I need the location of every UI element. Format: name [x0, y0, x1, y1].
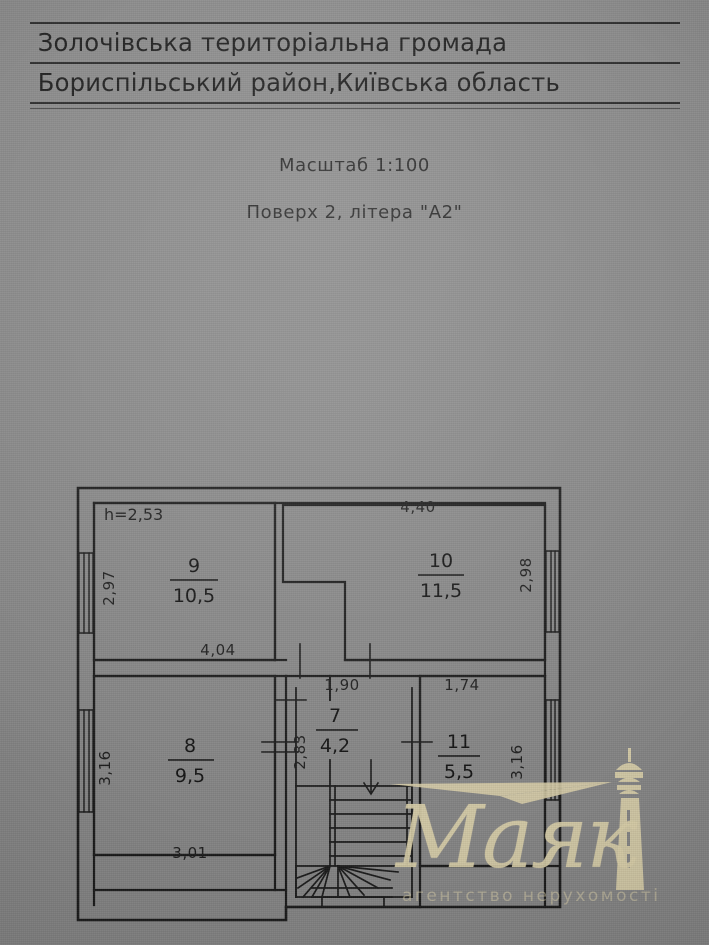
room-7-width: 1,90: [324, 676, 359, 694]
door-openings: [262, 644, 432, 752]
room-7-number: 7: [329, 705, 341, 727]
room-11-outline: [420, 676, 545, 866]
title-rule-bottom-thin: [30, 108, 680, 109]
room-8-height: 3,16: [96, 750, 114, 785]
room-7-area: 4,2: [320, 735, 350, 757]
room-8-number: 8: [184, 735, 196, 757]
room-10-height: 2,98: [517, 557, 535, 592]
title-rule-bottom: [30, 102, 680, 104]
window-room-10: [545, 551, 560, 632]
window-room-9: [78, 553, 94, 633]
room-9-width: 4,04: [200, 641, 235, 659]
header-line-community: Золочівська територіальна громада: [37, 28, 508, 57]
room-11-width: 1,74: [444, 676, 479, 694]
ceiling-height-label: h=2,53: [104, 505, 163, 524]
title-block: Золочівська територіальна громада Борисп…: [30, 22, 680, 109]
subtitle-block: Масштаб 1:100 Поверх 2, літера "А2": [0, 155, 709, 249]
floor-label: Поверх 2, літера "А2": [246, 202, 463, 223]
room-10-width: 4,40: [400, 498, 435, 516]
room-7-height: 2,83: [291, 734, 309, 769]
room-9-number: 9: [188, 555, 200, 577]
title-rule-middle: [30, 62, 680, 64]
outer-wall-inner-top: [94, 503, 545, 675]
room-8-area: 9,5: [175, 765, 205, 787]
scale-label: Масштаб 1:100: [279, 155, 430, 176]
header-line-district: Бориспільський район,Київська область: [37, 68, 560, 97]
window-room-11: [545, 700, 560, 800]
title-rule-top: [30, 22, 680, 24]
window-room-8: [78, 710, 94, 812]
room-10-area: 11,5: [420, 580, 462, 602]
room-9-area: 10,5: [173, 585, 215, 607]
room-9-outline: [94, 503, 275, 660]
room-8-width: 3,01: [172, 844, 207, 862]
room-10-number: 10: [429, 550, 453, 572]
room-11-area: 5,5: [444, 761, 474, 783]
outer-wall-outline: [78, 488, 560, 920]
staircase: [296, 760, 412, 907]
room-9-height: 2,97: [100, 570, 118, 605]
room-11-number: 11: [447, 731, 471, 753]
room-11-height: 3,16: [508, 744, 526, 779]
room-10-outline: [283, 505, 545, 660]
